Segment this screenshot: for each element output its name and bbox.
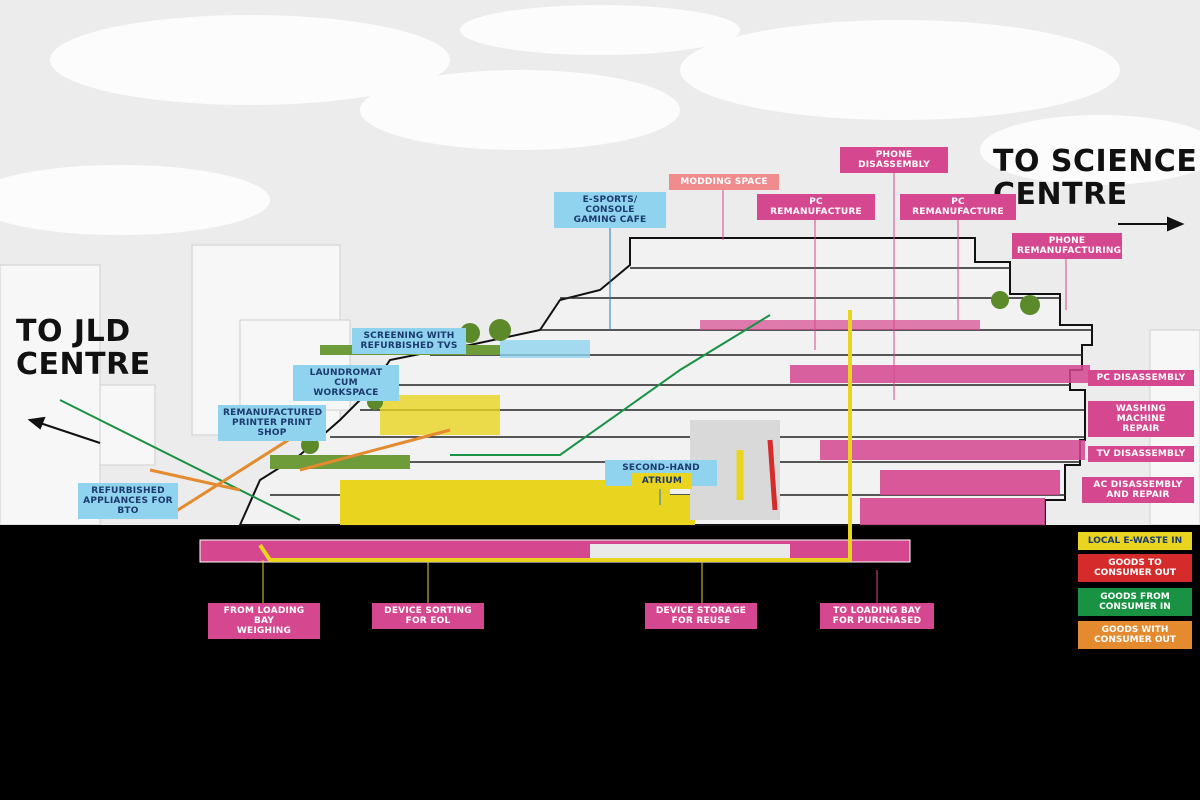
label-atrium: ATRIUM [632,473,692,489]
legend-goods-with-consumer-out: GOODS WITH CONSUMER OUT [1078,621,1192,649]
legend-goods-from-consumer-in: GOODS FROM CONSUMER IN [1078,588,1192,616]
label-phone-remanufacturing: PHONE REMANUFACTURING [1012,233,1122,259]
label-device-storage: DEVICE STORAGE FOR REUSE [645,603,757,629]
label-laundromat: LAUNDROMAT CUM WORKSPACE [293,365,399,401]
flow-arrows [59,310,852,562]
label-pc-remanufacture-2: PC REMANUFACTURE [900,194,1016,220]
basement-storage [590,544,790,558]
legend-goods-to-consumer-out: GOODS TO CONSUMER OUT [1078,554,1192,582]
label-screening-tvs: SCREENING WITH REFURBISHED TVS [352,328,466,354]
legend-local-ewaste-in: LOCAL E-WASTE IN [1078,532,1192,550]
label-esports-cafe: E-SPORTS/ CONSOLE GAMING CAFE [554,192,666,228]
destination-science-centre: TO SCIENCE CENTRE [993,144,1198,212]
destination-jld-centre: TO JLD CENTRE [16,314,151,382]
label-pc-disassembly: PC DISASSEMBLY [1088,370,1194,386]
label-modding-space: MODDING SPACE [669,174,779,190]
ground [0,525,1200,800]
leader-lines [722,172,1067,605]
label-tv-disassembly: TV DISASSEMBLY [1088,446,1194,462]
leader-lines-basement [262,560,703,605]
label-pc-remanufacture-1: PC REMANUFACTURE [757,194,875,220]
clouds [0,5,1200,235]
label-refurbished-appliances: REFURBISHED APPLIANCES FOR BTO [78,483,178,519]
label-loading-bay-weighing: FROM LOADING BAY WEIGHING [208,603,320,639]
label-loading-bay-purchased: TO LOADING BAY FOR PURCHASED [820,603,934,629]
label-phone-disassembly: PHONE DISASSEMBLY [840,147,948,173]
label-washing-machine-repair: WASHING MACHINE REPAIR [1088,401,1194,437]
destination-arrows [27,216,1185,444]
label-printer-shop: REMANUFACTURED PRINTER PRINT SHOP [218,405,326,441]
label-ac-disassembly: AC DISASSEMBLY AND REPAIR [1082,477,1194,503]
label-device-sorting: DEVICE SORTING FOR EOL [372,603,484,629]
